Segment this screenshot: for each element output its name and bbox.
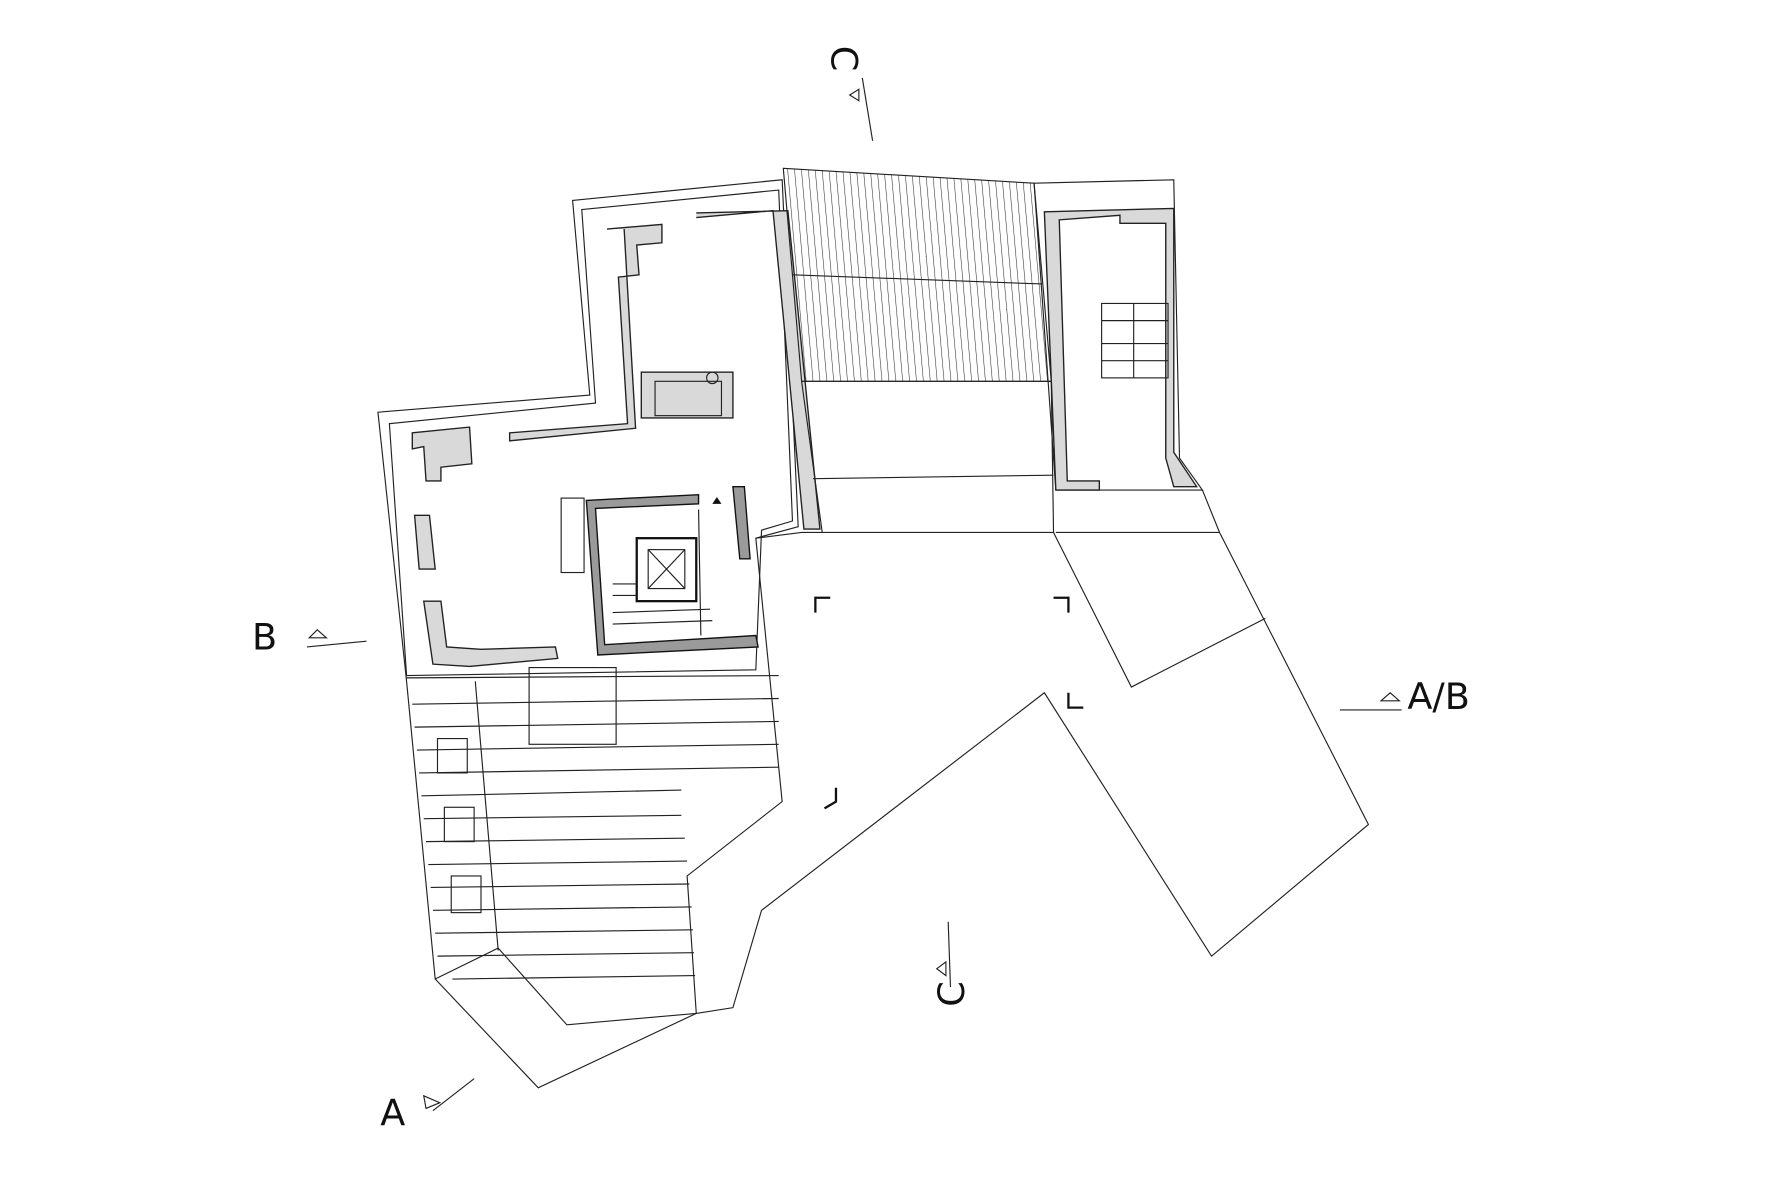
- section-mark-c-bottom: C: [930, 921, 973, 1007]
- section-label-ab: A/B: [1407, 675, 1470, 718]
- site-outline: [696, 489, 1370, 1014]
- section-label-b: B: [252, 615, 277, 658]
- deck-boards: [412, 681, 779, 1026]
- corner-marks: [814, 596, 1084, 810]
- section-mark-c-top: C: [822, 46, 874, 141]
- section-label-a: A: [380, 1092, 405, 1135]
- right-building: [1033, 179, 1220, 534]
- courtyard-area: [800, 380, 1055, 534]
- section-mark-b: B: [252, 615, 367, 658]
- section-mark-ab: A/B: [1339, 675, 1470, 718]
- arrow-icon: [712, 496, 722, 504]
- left-building: [377, 179, 821, 1089]
- hatched-roof: [782, 167, 1052, 382]
- section-label-c-top: C: [822, 46, 865, 72]
- section-mark-a: A: [380, 1078, 475, 1135]
- section-label-c-bottom: C: [930, 981, 973, 1007]
